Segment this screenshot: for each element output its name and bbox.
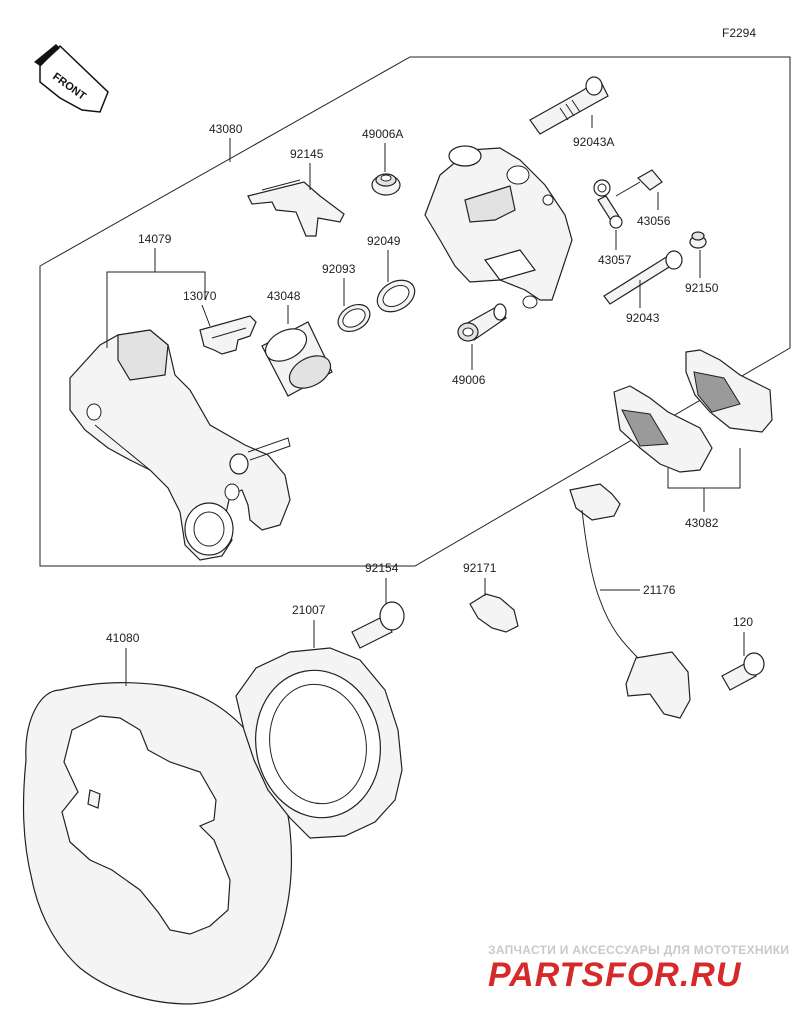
piston-shape [261,321,333,397]
caliper-body-shape [424,145,573,309]
watermark-brand-left: PARTS [488,956,605,994]
brake-pad-rear-shape [685,349,773,433]
part-label-43082: 43082 [685,516,719,530]
part-label-92171: 92171 [463,561,497,575]
part-label-14079: 14079 [138,232,172,246]
figure-id: F2294 [722,26,756,40]
bleeder-cap-shape [593,179,623,229]
part-label-92150: 92150 [685,281,719,295]
part-label-92145: 92145 [290,147,324,161]
grommet-top-shape [371,173,401,196]
part-label-13070: 13070 [183,289,217,303]
slide-pin-shape [603,250,683,305]
bleeder-valve-shape [615,169,663,197]
brake-disc-shape [22,682,293,1005]
part-label-92154: 92154 [365,561,399,575]
watermark-subtitle: ЗАПЧАСТИ И АКСЕССУАРЫ ДЛЯ МОТОТЕХНИКИ [488,943,789,957]
part-label-43048: 43048 [267,289,301,303]
caliper-assembly-border [39,56,791,567]
part-label-43056: 43056 [637,214,671,228]
part-label-92093: 92093 [322,262,356,276]
part-label-49006a: 49006A [362,127,403,141]
part-label-120: 120 [733,615,753,629]
plug-shape [689,231,707,249]
part-label-92049: 92049 [367,234,401,248]
watermark: ЗАПЧАСТИ И АКСЕССУАРЫ ДЛЯ МОТОТЕХНИКИ PA… [488,943,789,994]
leader-lines [106,115,745,686]
front-arrow-icon: FRONT [34,44,109,113]
part-label-92043a: 92043A [573,135,614,149]
part-label-21007: 21007 [292,603,326,617]
watermark-brand-right: FOR.RU [605,956,742,994]
disc-bolt-shape [351,601,405,649]
part-label-41080: 41080 [106,631,140,645]
slide-pin-a-shape [529,76,609,135]
abs-tone-ring-shape [235,647,403,839]
sensor-clip-shape [469,593,519,633]
part-label-49006: 49006 [452,373,486,387]
sensor-bolt-shape [721,652,765,691]
caliper-bracket-shape [69,329,291,561]
dust-seal-shape [337,303,371,333]
part-label-21176: 21176 [643,583,676,597]
abs-sensor-shape [569,483,691,719]
pad-retainer-shape [247,179,345,237]
watermark-brand: PARTSFOR.RU [488,956,742,994]
piston-seal-shape [376,279,416,313]
boot-shape [457,303,507,342]
part-label-43080: 43080 [209,122,243,136]
pad-spring-shape [199,315,257,355]
part-label-43057: 43057 [598,253,632,267]
brake-pad-front-shape [613,385,713,473]
part-label-92043: 92043 [626,311,660,325]
